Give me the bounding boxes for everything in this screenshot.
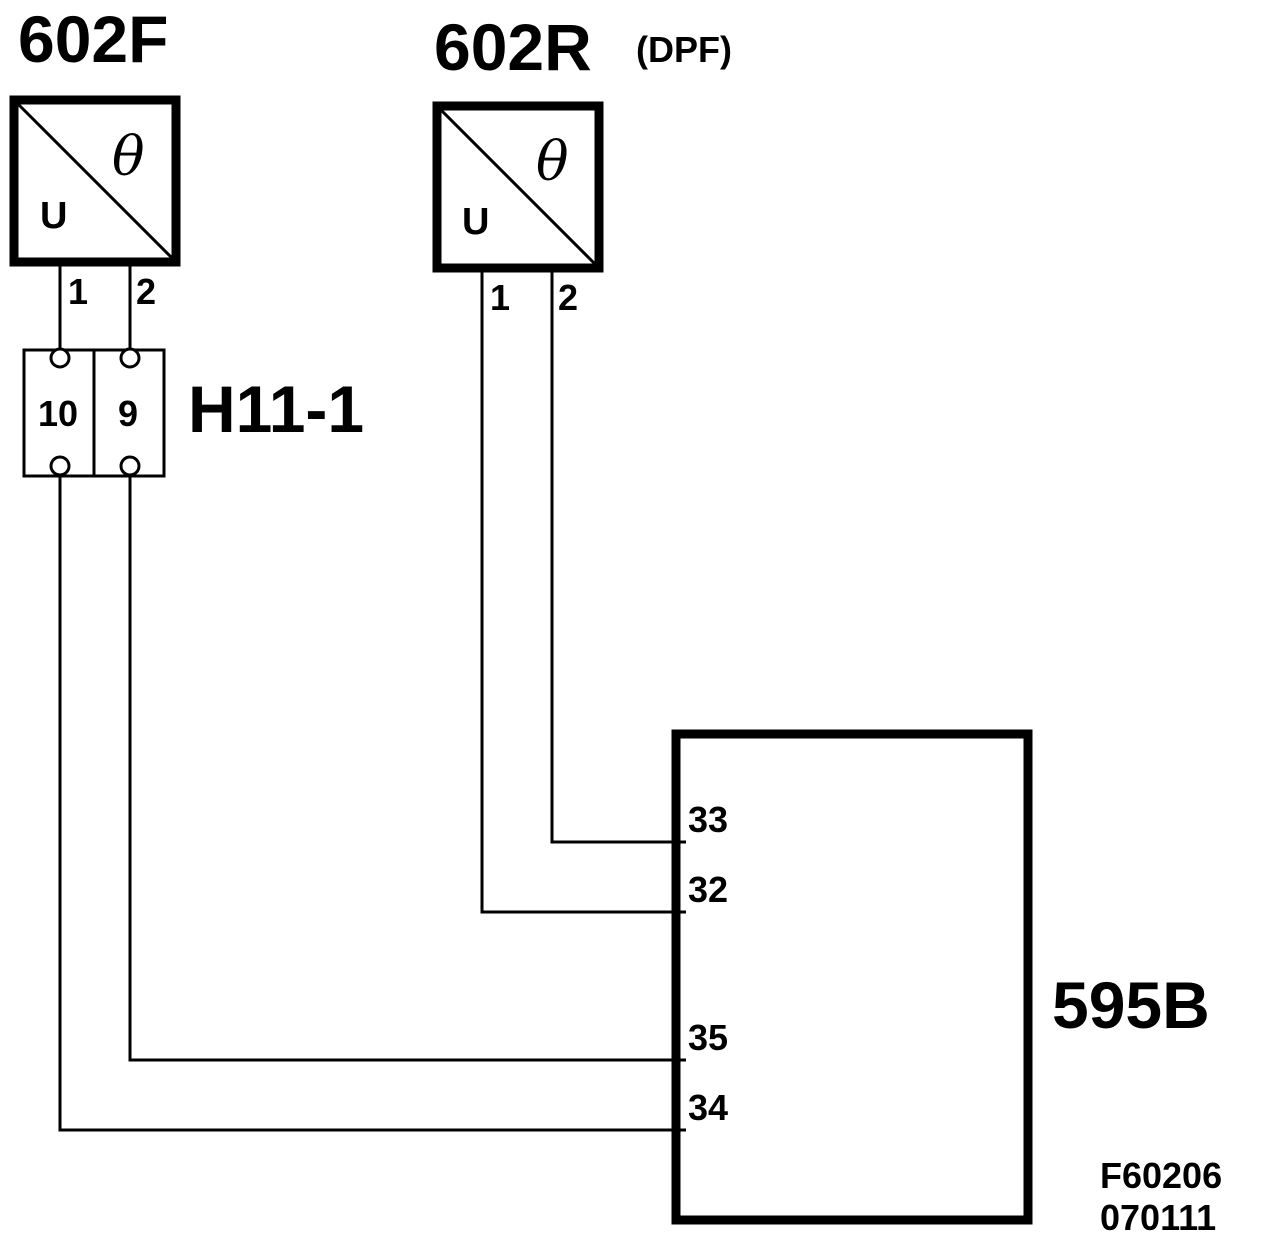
- connector-terminal-10-bottom: [49, 455, 71, 477]
- sensor-602f: 602F θ U 1 2: [9, 2, 181, 352]
- wire-h11-9-to-ecu-35: [128, 476, 686, 1062]
- sensor-602f-label: 602F: [18, 2, 168, 76]
- reference-line-2: 070111: [1100, 1197, 1216, 1238]
- connector-terminal-9-bottom: [119, 455, 141, 477]
- sensor-602r: 602R (DPF) θ U 1 2: [432, 10, 732, 318]
- sensor-602r-box: [432, 101, 604, 273]
- wire-602r-2-to-ecu-33: [550, 272, 686, 844]
- sensor-602f-diagonal: [12, 98, 178, 264]
- wire-h11-10-to-ecu-34: [58, 476, 686, 1132]
- sensor-602f-pin-1: 1: [68, 271, 88, 312]
- ecu-label: 595B: [1052, 968, 1210, 1042]
- sensor-602f-pin-2: 2: [136, 271, 156, 312]
- ecu-pin-33: 33: [688, 799, 728, 840]
- reference-code: F60206 070111: [1100, 1155, 1222, 1238]
- sensor-602f-u-symbol: U: [40, 195, 67, 237]
- sensor-602r-label: 602R: [434, 10, 592, 84]
- sensor-602r-suffix: (DPF): [636, 29, 732, 70]
- ecu-pin-32: 32: [688, 869, 728, 910]
- sensor-602r-theta-symbol: θ: [536, 130, 569, 193]
- connector-pin-9: 9: [118, 393, 138, 434]
- sensor-602f-theta-symbol: θ: [112, 125, 145, 188]
- reference-line-1: F60206: [1100, 1155, 1222, 1196]
- ecu-box: [671, 729, 1033, 1225]
- ecu-pin-35: 35: [688, 1017, 728, 1058]
- sensor-602r-u-symbol: U: [462, 201, 489, 243]
- sensor-602r-diagonal: [435, 104, 601, 270]
- sensor-602r-pin-1: 1: [490, 277, 510, 318]
- sensor-602r-pin-2: 2: [558, 277, 578, 318]
- ecu-pin-34: 34: [688, 1087, 728, 1128]
- connector-terminal-9-top: [119, 347, 141, 369]
- sensor-602f-box: [9, 95, 181, 267]
- connector-h11-1: 10 9 H11-1: [22, 347, 364, 478]
- wire-602r-1-to-ecu-32: [480, 272, 686, 914]
- wires: [58, 272, 686, 1132]
- connector-terminal-10-top: [49, 347, 71, 369]
- connector-label: H11-1: [188, 372, 364, 446]
- ecu-595b: 33 32 35 34 595B: [671, 729, 1210, 1225]
- connector-pin-10: 10: [38, 393, 78, 434]
